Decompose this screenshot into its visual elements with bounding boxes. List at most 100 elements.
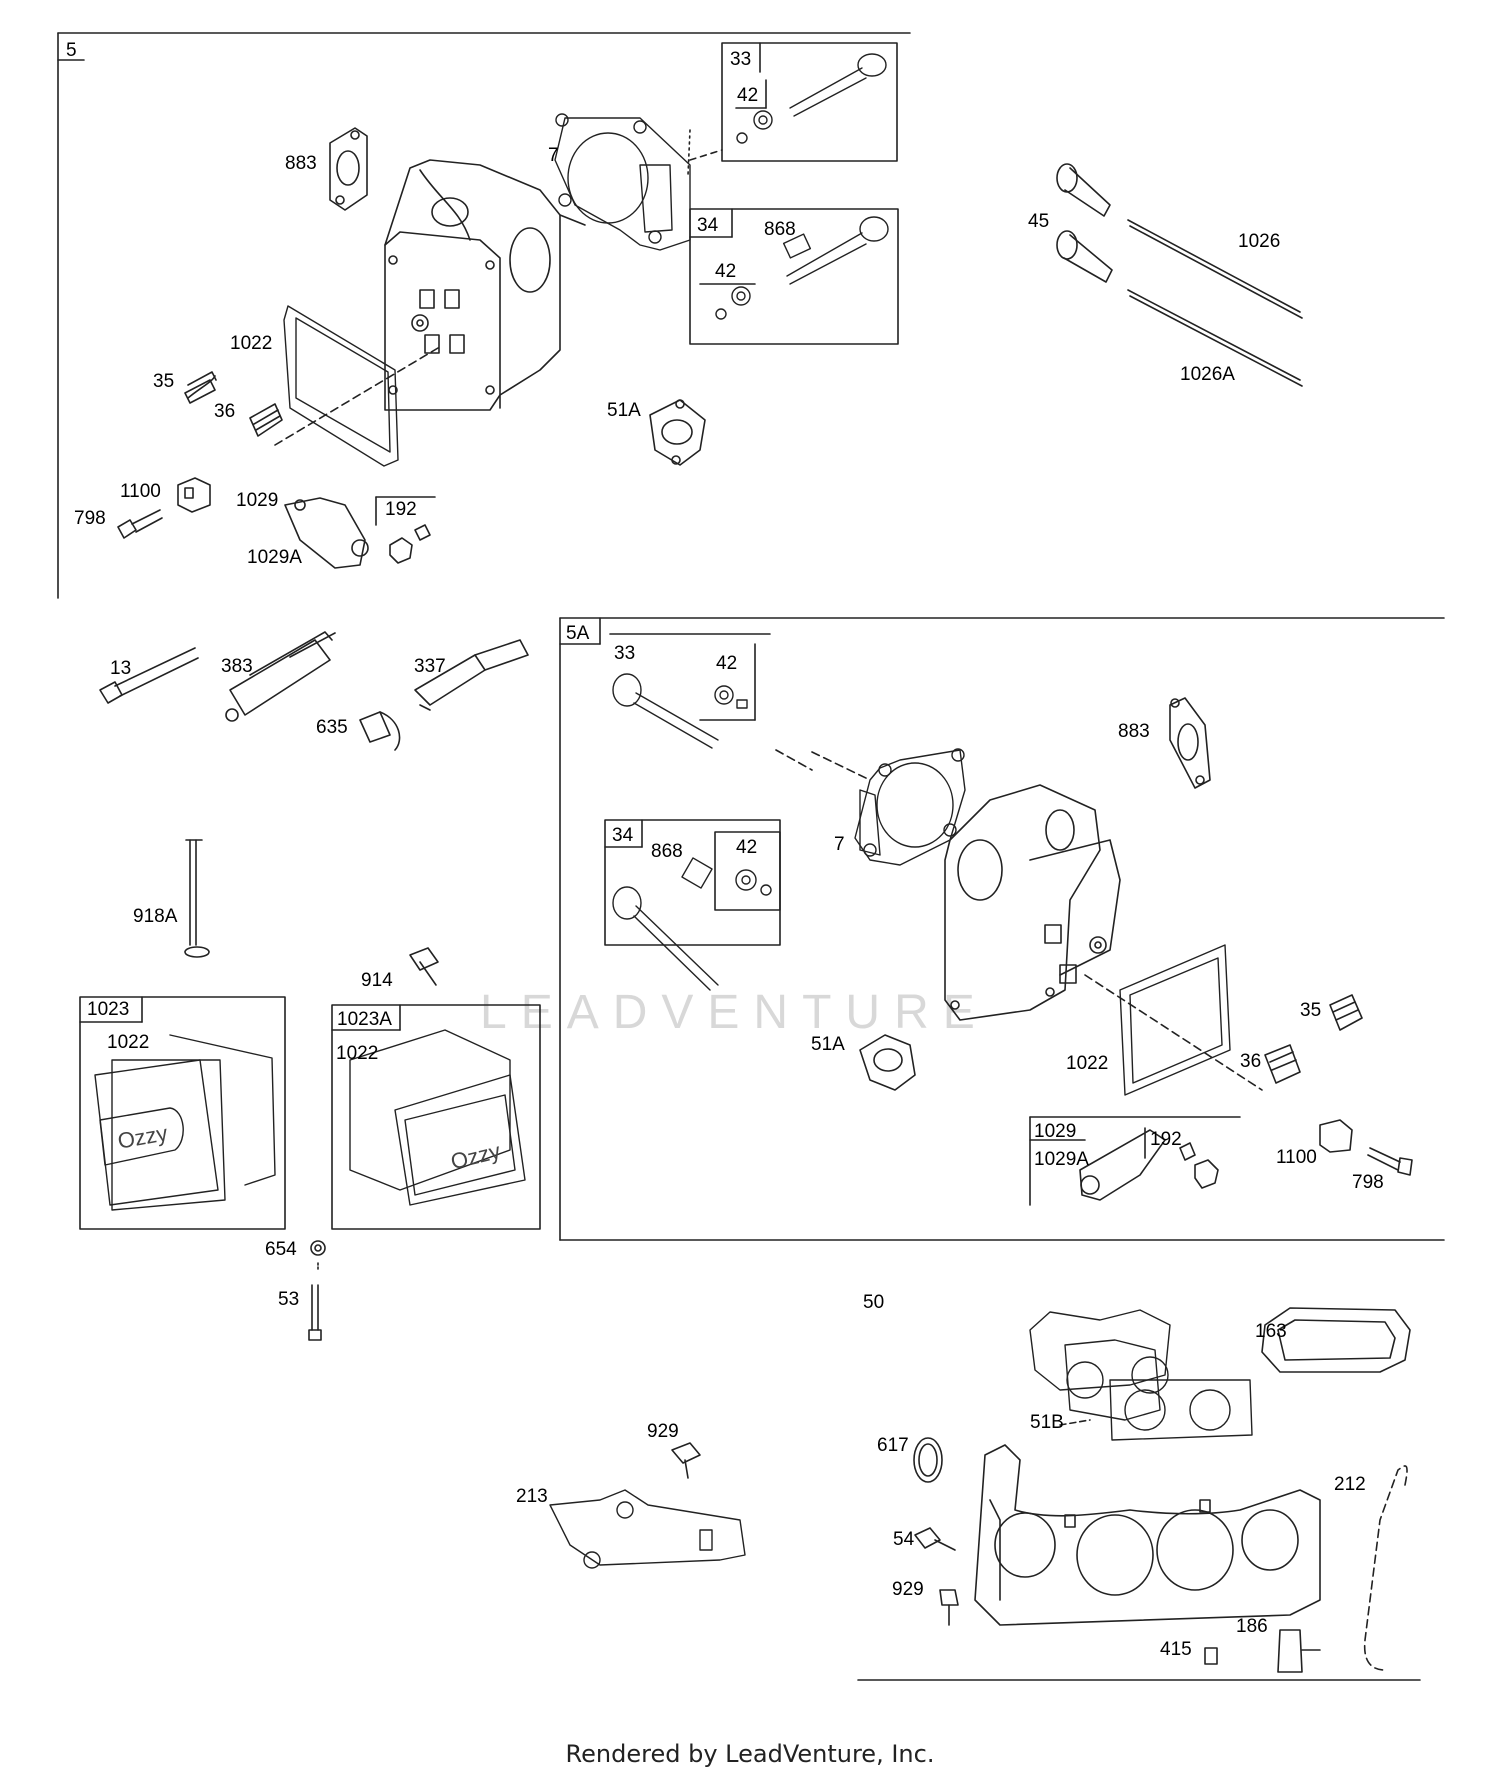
part-label-1029A[interactable]: 1029A bbox=[1034, 1149, 1089, 1170]
valve-34-5a bbox=[612, 857, 772, 991]
clip-415 bbox=[1204, 1647, 1218, 1665]
svg-text:Ozzy: Ozzy bbox=[448, 1138, 503, 1174]
gasket-1022-5a bbox=[1119, 944, 1231, 1096]
part-label-51B[interactable]: 51B bbox=[1030, 1412, 1064, 1433]
part-label-36[interactable]: 36 bbox=[1240, 1051, 1262, 1072]
part-label-918A[interactable]: 918A bbox=[133, 906, 178, 927]
spark-plug-337 bbox=[414, 639, 529, 711]
section-label-5: 5 bbox=[66, 40, 77, 61]
part-label-1029[interactable]: 1029 bbox=[236, 490, 279, 511]
part-label-42[interactable]: 42 bbox=[716, 653, 738, 674]
section-5a-frame bbox=[559, 617, 1445, 1241]
part-label-1100[interactable]: 1100 bbox=[1276, 1147, 1317, 1168]
valve-34 bbox=[715, 216, 889, 320]
part-label-192[interactable]: 192 bbox=[385, 499, 417, 520]
part-label-33[interactable]: 33 bbox=[730, 49, 752, 70]
part-label-34[interactable]: 34 bbox=[697, 215, 719, 236]
screw-914 bbox=[409, 947, 439, 986]
head-gasket-7 bbox=[554, 113, 691, 251]
part-label-13[interactable]: 13 bbox=[110, 658, 132, 679]
part-label-883[interactable]: 883 bbox=[1118, 721, 1150, 742]
part-label-1026A[interactable]: 1026A bbox=[1180, 364, 1235, 385]
valve-33 bbox=[736, 53, 887, 144]
part-label-1022[interactable]: 1022 bbox=[1066, 1053, 1109, 1074]
part-label-54[interactable]: 54 bbox=[893, 1529, 915, 1550]
spring-35 bbox=[184, 371, 217, 404]
nut-192 bbox=[389, 524, 431, 564]
part-label-1022[interactable]: 1022 bbox=[336, 1043, 379, 1064]
part-label-192[interactable]: 192 bbox=[1150, 1129, 1182, 1150]
svg-text:Ozzy: Ozzy bbox=[116, 1120, 170, 1153]
part-label-33[interactable]: 33 bbox=[614, 643, 636, 664]
part-label-383[interactable]: 383 bbox=[221, 656, 253, 677]
watermark: LEADVENTURE bbox=[480, 986, 989, 1039]
part-label-415[interactable]: 415 bbox=[1160, 1639, 1192, 1660]
valve-cover-kit-box-1023 bbox=[79, 996, 286, 1230]
part-label-1029A[interactable]: 1029A bbox=[247, 547, 302, 568]
gasket-163 bbox=[1261, 1307, 1411, 1373]
part-label-798[interactable]: 798 bbox=[74, 508, 106, 529]
fuel-line-212 bbox=[1363, 1465, 1408, 1671]
part-label-1029[interactable]: 1029 bbox=[1034, 1121, 1077, 1142]
part-label-798[interactable]: 798 bbox=[1352, 1172, 1384, 1193]
part-label-186[interactable]: 186 bbox=[1236, 1616, 1268, 1637]
clip-654 bbox=[310, 1240, 326, 1271]
bracket-213 bbox=[549, 1489, 746, 1569]
part-label-929[interactable]: 929 bbox=[647, 1421, 679, 1442]
spring-36-5a bbox=[1264, 1044, 1301, 1084]
part-label-1026[interactable]: 1026 bbox=[1238, 231, 1281, 252]
bolt-13 bbox=[99, 647, 199, 704]
gasket-883-5a bbox=[1169, 697, 1211, 789]
part-label-53[interactable]: 53 bbox=[278, 1289, 300, 1310]
part-label-1022[interactable]: 1022 bbox=[107, 1032, 150, 1053]
rocker-arm-1029 bbox=[284, 497, 369, 569]
part-label-35[interactable]: 35 bbox=[153, 371, 175, 392]
part-label-42[interactable]: 42 bbox=[736, 837, 758, 858]
part-label-635[interactable]: 635 bbox=[316, 717, 348, 738]
cylinder-head-5a bbox=[944, 784, 1121, 1021]
gasket-883 bbox=[329, 127, 368, 211]
part-label-883[interactable]: 883 bbox=[285, 153, 317, 174]
part-label-7[interactable]: 7 bbox=[548, 145, 559, 166]
cylinder-head-5 bbox=[384, 159, 586, 411]
valve-33-5a bbox=[612, 673, 748, 749]
part-label-51A[interactable]: 51A bbox=[607, 400, 641, 421]
intake-manifold-50 bbox=[974, 1444, 1321, 1626]
valve-cover-1023: Ozzy bbox=[94, 1034, 276, 1211]
part-label-1023A[interactable]: 1023A bbox=[337, 1009, 392, 1030]
part-label-45[interactable]: 45 bbox=[1028, 211, 1050, 232]
gasket-51a bbox=[649, 399, 706, 466]
part-label-654[interactable]: 654 bbox=[265, 1239, 297, 1260]
nut-192-5a bbox=[1179, 1142, 1219, 1189]
part-label-36[interactable]: 36 bbox=[214, 401, 236, 422]
pushrod-1026a bbox=[1127, 289, 1303, 387]
part-label-51A[interactable]: 51A bbox=[811, 1034, 845, 1055]
rocker-arm-1029-5a bbox=[1079, 1129, 1166, 1201]
part-label-213[interactable]: 213 bbox=[516, 1486, 548, 1507]
part-label-337[interactable]: 337 bbox=[414, 656, 446, 677]
part-label-1023[interactable]: 1023 bbox=[87, 999, 130, 1020]
part-label-929[interactable]: 929 bbox=[892, 1579, 924, 1600]
dipstick-918a bbox=[184, 839, 210, 958]
valve-cover-kit-box-1023a bbox=[331, 1004, 541, 1230]
part-label-34[interactable]: 34 bbox=[612, 825, 634, 846]
part-label-42[interactable]: 42 bbox=[715, 261, 737, 282]
gasket-51a-5a bbox=[859, 1034, 916, 1091]
part-label-163[interactable]: 163 bbox=[1255, 1321, 1287, 1342]
part-label-35[interactable]: 35 bbox=[1300, 1000, 1322, 1021]
part-label-42[interactable]: 42 bbox=[737, 85, 759, 106]
part-label-1100[interactable]: 1100 bbox=[120, 481, 161, 502]
part-label-868[interactable]: 868 bbox=[764, 219, 796, 240]
rocker-bracket-1100 bbox=[177, 477, 211, 513]
stud-53 bbox=[308, 1284, 322, 1341]
part-label-914[interactable]: 914 bbox=[361, 970, 393, 991]
pushrod-1026 bbox=[1127, 219, 1303, 319]
part-label-868[interactable]: 868 bbox=[651, 841, 683, 862]
part-label-212[interactable]: 212 bbox=[1334, 1474, 1366, 1495]
part-label-1022[interactable]: 1022 bbox=[230, 333, 273, 354]
part-label-617[interactable]: 617 bbox=[877, 1435, 909, 1456]
part-label-7[interactable]: 7 bbox=[834, 834, 845, 855]
rocker-bracket-1100-5a bbox=[1319, 1119, 1353, 1153]
